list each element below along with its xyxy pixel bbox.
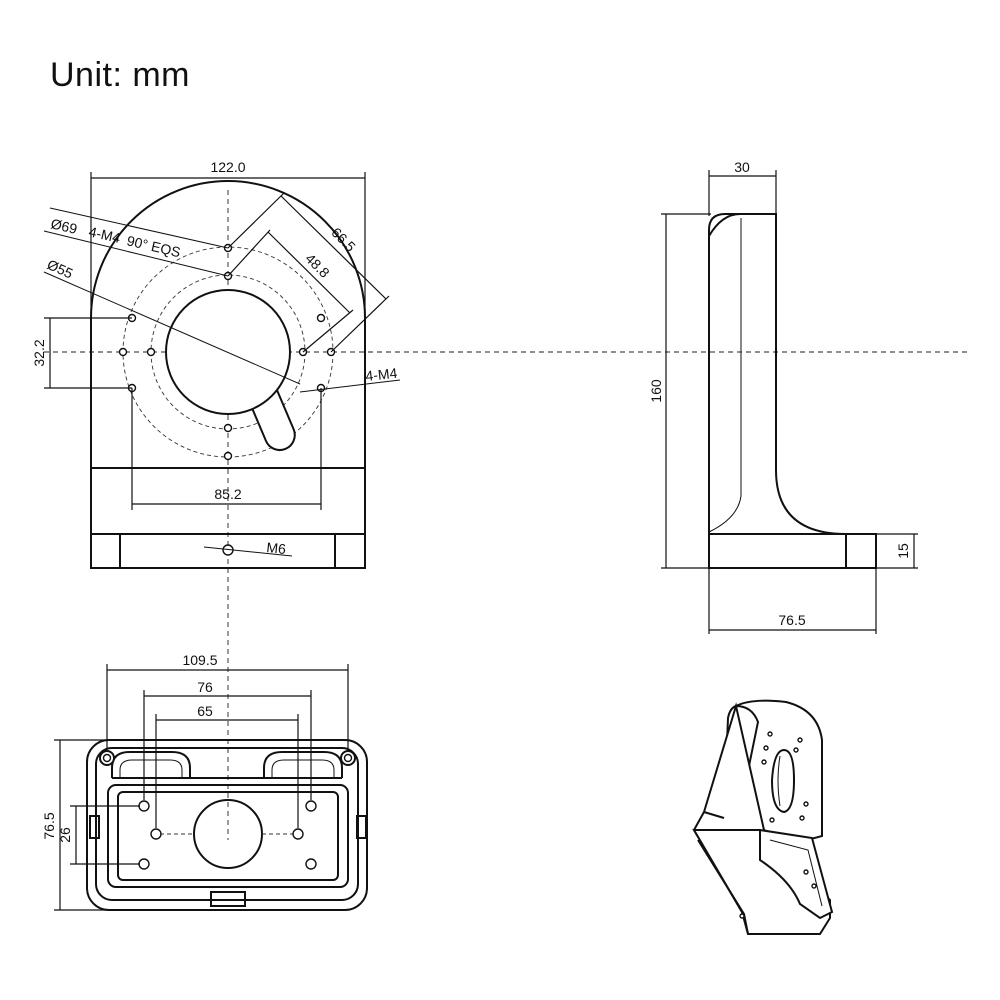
mount-hole <box>138 858 150 870</box>
side-top-fillet <box>708 213 741 237</box>
dim-inner-spacing: 65 <box>197 703 213 719</box>
iso-hole <box>811 883 817 889</box>
extension-line <box>330 295 390 353</box>
mount-hole <box>150 828 162 840</box>
dim-bottom-depth: 76.5 <box>41 812 57 839</box>
dim-base-depth: 76.5 <box>778 612 805 628</box>
dim-height: 160 <box>648 379 664 403</box>
callout-bolt-circle-inner: Ø55 <box>45 256 76 281</box>
mount-hole <box>292 828 304 840</box>
mount-hole <box>223 451 233 461</box>
dim-hole-spacing: 26 <box>57 827 73 843</box>
iso-base-side <box>759 828 834 920</box>
leader-line <box>49 207 229 249</box>
iso-hole <box>739 913 745 919</box>
leader-line <box>43 230 229 277</box>
page-title: Unit: mm <box>50 56 190 94</box>
iso-base-edge <box>697 839 749 935</box>
leader-line <box>43 271 301 385</box>
mount-hole <box>316 313 326 323</box>
callout-bolt-circle-outer: Ø69 <box>49 215 79 237</box>
cable-slot-left <box>111 751 191 778</box>
dim-width: 122.0 <box>210 159 245 175</box>
iso-hole <box>767 731 773 737</box>
dim-top-width: 30 <box>734 159 750 175</box>
bottom-plate-inner <box>117 791 339 881</box>
leader-line <box>203 546 293 557</box>
iso-hole <box>803 801 809 807</box>
iso-hole <box>799 815 805 821</box>
mount-hole <box>146 347 156 357</box>
dimension-line <box>267 231 351 314</box>
extension-line <box>227 229 271 277</box>
iso-hole <box>761 759 767 765</box>
leader-line <box>299 379 401 393</box>
dim-bottom-spacing: 85.2 <box>214 486 241 502</box>
dim-base-height: 15 <box>895 543 911 559</box>
corner-hole-inner <box>343 753 353 763</box>
bottom-inner-outline <box>95 747 359 901</box>
side-inner-edge <box>708 218 742 533</box>
callout-right-holes: 4-M4 <box>365 365 399 384</box>
mount-hole <box>305 800 317 812</box>
iso-base-side-inner <box>769 839 823 907</box>
bottom-plate <box>107 784 349 888</box>
bottom-outer-outline <box>86 739 368 911</box>
dim-outer-spacing: 109.5 <box>182 652 217 668</box>
dim-side-spacing: 32.2 <box>31 339 47 366</box>
bracket-isometric-icon <box>692 699 834 935</box>
mount-hole <box>118 347 128 357</box>
side-view: 30 160 76.5 15 <box>648 159 918 634</box>
mount-hole <box>223 423 233 433</box>
callout-eqs: 90° EQS <box>125 232 182 260</box>
extension-line <box>302 309 354 353</box>
side-clip-left <box>89 815 100 839</box>
iso-hole <box>763 745 769 751</box>
extension-line <box>227 192 285 249</box>
iso-hole <box>793 747 799 753</box>
iso-hole <box>797 737 803 743</box>
side-body-outline <box>708 213 877 569</box>
iso-hole <box>769 817 775 823</box>
mount-hole <box>138 800 150 812</box>
bottom-view: 109.5 76 65 76.5 26 <box>41 652 368 911</box>
dim-mid-spacing: 76 <box>197 679 213 695</box>
cable-slot-right <box>263 751 343 778</box>
callout-bottom-screw: M6 <box>266 539 287 557</box>
bottom-tab <box>210 891 246 907</box>
cable-slot-right-inner <box>271 759 335 778</box>
side-clip-right <box>356 815 367 839</box>
iso-arm-edge <box>703 811 725 819</box>
mount-hole <box>305 858 317 870</box>
dimension-line <box>280 195 387 300</box>
iso-center-opening <box>770 748 796 814</box>
iso-hole <box>803 869 809 875</box>
dim-diag-inner: 48.8 <box>302 250 333 281</box>
front-view: 122.0 Ø69 4-M4 90° EQS Ø55 66.5 48.8 32.… <box>31 159 968 840</box>
cable-slot-left-inner <box>119 759 183 778</box>
front-body-outline <box>90 180 366 569</box>
iso-opening-inner <box>777 755 781 807</box>
callout-hole-spec: 4-M4 <box>87 223 122 246</box>
corner-hole-inner <box>102 753 112 763</box>
